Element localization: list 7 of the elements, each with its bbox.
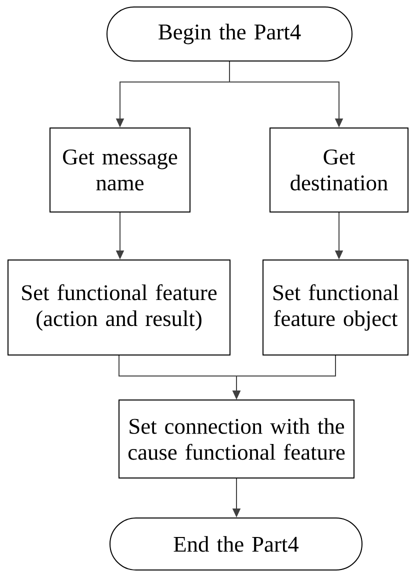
process-box: Set connection with the cause functional feature [118, 400, 354, 478]
process-box: Set functional feature (action and result) [8, 260, 230, 356]
process-box: Get destination [270, 128, 408, 212]
terminal-box: End the Part4 [110, 518, 362, 570]
process-box: Set functional feature object [262, 260, 408, 356]
process-box: Get message name [50, 128, 190, 212]
terminal-box: Begin the Part4 [106, 6, 352, 62]
